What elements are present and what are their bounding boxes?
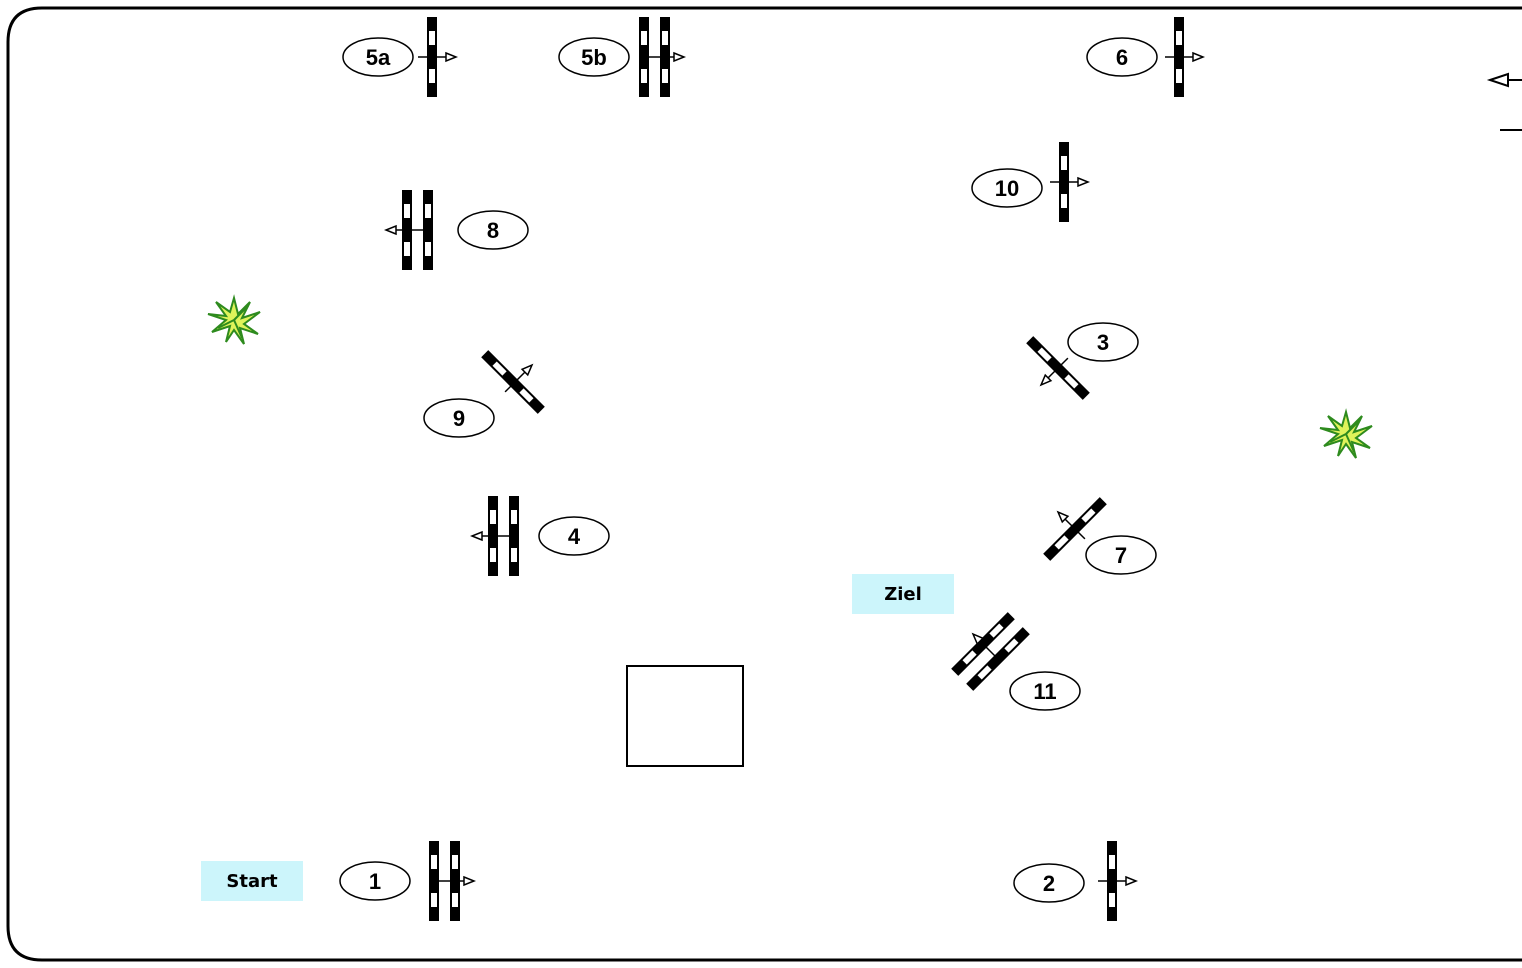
obstacle-4: 4	[472, 496, 609, 576]
finish-marker: Ziel	[852, 574, 954, 614]
decoration-box	[627, 666, 743, 766]
obstacle-6: 6	[1087, 17, 1203, 97]
obstacle-2: 2	[1014, 841, 1136, 921]
obstacle-label: 1	[369, 869, 381, 894]
obstacle-label: 4	[568, 524, 581, 549]
arena-outline	[8, 8, 1522, 960]
plant-icon	[208, 298, 260, 344]
obstacle-label: 5b	[581, 45, 607, 70]
obstacle-5a: 5a	[343, 17, 456, 97]
start-label: Start	[226, 871, 278, 892]
obstacle-10: 10	[972, 142, 1088, 222]
obstacle-label: 6	[1116, 45, 1128, 70]
obstacle-label: 2	[1043, 871, 1055, 896]
finish-label: Ziel	[884, 584, 922, 605]
start-marker: Start	[201, 861, 303, 901]
obstacle-3: 3	[1026, 323, 1138, 400]
obstacle-label: 9	[453, 406, 465, 431]
obstacle-label: 10	[995, 176, 1019, 201]
obstacle-7: 7	[1043, 497, 1156, 574]
obstacle-label: 3	[1097, 330, 1109, 355]
obstacle-11: 11	[951, 612, 1080, 710]
obstacle-label: 11	[1033, 679, 1056, 704]
obstacle-label: 8	[487, 218, 499, 243]
obstacle-5b: 5b	[559, 17, 684, 97]
obstacle-9: 9	[424, 350, 545, 437]
obstacle-1: 1	[340, 841, 474, 921]
obstacle-label: 7	[1115, 543, 1127, 568]
obstacle-8: 8	[386, 190, 528, 270]
plant-icon	[1320, 412, 1372, 458]
obstacle-label: 5a	[366, 45, 391, 70]
entrance-arrow-icon	[1490, 74, 1522, 130]
